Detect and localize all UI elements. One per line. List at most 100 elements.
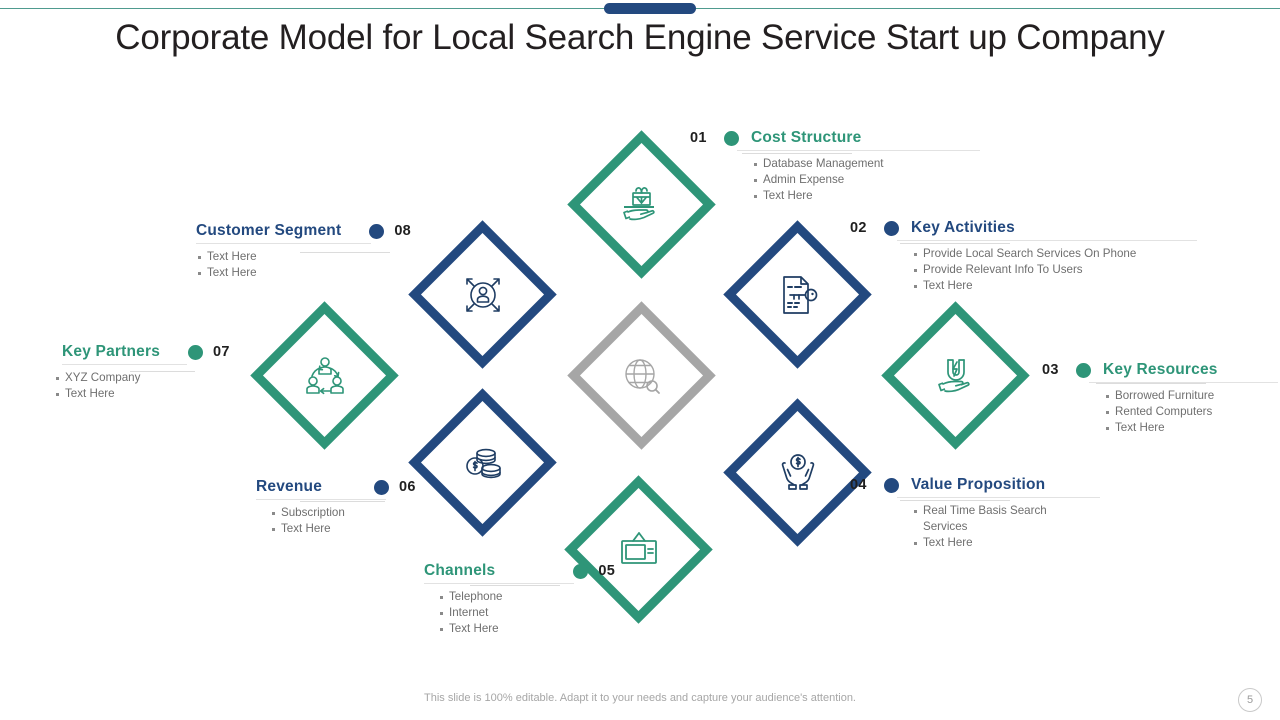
list-item: Internet bbox=[438, 605, 644, 621]
block-divider bbox=[424, 583, 574, 584]
connector-line-02 bbox=[900, 243, 1010, 244]
hand-holding-magnet-icon bbox=[903, 323, 1008, 428]
footer-note: This slide is 100% editable. Adapt it to… bbox=[424, 692, 856, 704]
block-key-activities: 02 Key Activities Provide Local Search S… bbox=[850, 219, 1210, 294]
television-icon bbox=[586, 497, 691, 602]
block-bullets: Subscription Text Here bbox=[270, 505, 486, 537]
list-item: Text Here bbox=[1104, 420, 1278, 436]
block-pin bbox=[369, 223, 385, 239]
block-divider bbox=[1089, 382, 1278, 383]
block-title: Channels bbox=[424, 562, 496, 579]
coin-stack-icon bbox=[430, 410, 535, 515]
block-bullets: Borrowed Furniture Rented Computers Text… bbox=[1104, 388, 1278, 436]
block-number: 04 bbox=[850, 477, 867, 493]
block-revenue: Revenue 06 Subscription Text Here bbox=[256, 478, 486, 537]
block-number: 06 bbox=[399, 479, 416, 495]
block-pin bbox=[573, 563, 589, 579]
block-divider bbox=[256, 499, 386, 500]
block-header: 01 Cost Structure bbox=[690, 129, 980, 147]
block-header: Customer Segment 08 bbox=[196, 222, 456, 240]
diamond-key-resources[interactable] bbox=[881, 301, 1030, 450]
list-item: Text Here bbox=[752, 188, 980, 204]
block-bullets: Real Time Basis Search Services Text Her… bbox=[912, 503, 1062, 551]
block-pin bbox=[884, 477, 899, 493]
block-title: Value Proposition bbox=[911, 476, 1046, 493]
list-item: Telephone bbox=[438, 589, 644, 605]
block-title: Key Resources bbox=[1103, 361, 1218, 378]
list-item: Rented Computers bbox=[1104, 404, 1278, 420]
diamond-key-partners[interactable] bbox=[250, 301, 399, 450]
block-number: 03 bbox=[1042, 362, 1059, 378]
hand-holding-diamond-gift-icon bbox=[589, 152, 694, 257]
block-bullets: Text Here Text Here bbox=[196, 249, 456, 281]
block-divider bbox=[196, 243, 371, 244]
block-bullets: Telephone Internet Text Here bbox=[438, 589, 644, 637]
page-title: Corporate Model for Local Search Engine … bbox=[115, 18, 1165, 57]
block-value-proposition: 04 Value Proposition Real Time Basis Sea… bbox=[850, 476, 1100, 551]
connector-line-01 bbox=[742, 153, 852, 154]
block-pin bbox=[374, 479, 390, 495]
block-header: Channels 05 bbox=[424, 562, 644, 580]
block-title: Customer Segment bbox=[196, 222, 342, 239]
document-key-icon bbox=[745, 242, 850, 347]
block-pin bbox=[884, 220, 899, 236]
block-customer-segment: Customer Segment 08 Text Here Text Here bbox=[196, 222, 456, 281]
block-header: 03 Key Resources bbox=[1042, 361, 1278, 379]
list-item: Text Here bbox=[270, 521, 486, 537]
list-item: Provide Local Search Services On Phone bbox=[912, 246, 1210, 262]
block-header: 04 Value Proposition bbox=[850, 476, 1100, 494]
connector-line-03 bbox=[1096, 383, 1206, 384]
diamond-cost-structure[interactable] bbox=[567, 130, 716, 279]
block-pin bbox=[188, 344, 204, 360]
block-header: Key Partners 07 bbox=[62, 343, 292, 361]
block-divider bbox=[737, 150, 980, 151]
diamond-revenue[interactable] bbox=[408, 388, 557, 537]
block-header: 02 Key Activities bbox=[850, 219, 1210, 237]
list-item: Text Here bbox=[54, 386, 292, 402]
block-number: 02 bbox=[850, 220, 867, 236]
block-key-resources: 03 Key Resources Borrowed Furniture Rent… bbox=[1042, 361, 1278, 436]
block-divider bbox=[897, 240, 1197, 241]
diamond-customer-segment[interactable] bbox=[408, 220, 557, 369]
list-item: Text Here bbox=[438, 621, 644, 637]
block-key-partners: Key Partners 07 XYZ Company Text Here bbox=[56, 343, 292, 402]
block-number: 01 bbox=[690, 130, 707, 146]
block-channels: Channels 05 Telephone Internet Text Here bbox=[424, 562, 644, 637]
list-item: Subscription bbox=[270, 505, 486, 521]
block-divider bbox=[897, 497, 1100, 498]
block-pin bbox=[724, 130, 739, 146]
diamond-center-globe[interactable] bbox=[567, 301, 716, 450]
connector-line-07 bbox=[130, 371, 195, 372]
list-item: Admin Expense bbox=[752, 172, 980, 188]
list-item: Text Here bbox=[912, 278, 1210, 294]
connector-line-04 bbox=[900, 500, 1010, 501]
block-cost-structure: 01 Cost Structure Database Management Ad… bbox=[690, 129, 980, 204]
connector-line-06 bbox=[300, 501, 385, 502]
list-item: Text Here bbox=[196, 249, 456, 265]
block-number: 08 bbox=[394, 223, 412, 239]
page-number-badge: 5 bbox=[1238, 688, 1262, 712]
diamond-value-proposition[interactable] bbox=[723, 398, 872, 547]
people-network-icon bbox=[272, 323, 377, 428]
block-bullets: Database Management Admin Expense Text H… bbox=[752, 156, 980, 204]
list-item: Provide Relevant Info To Users bbox=[912, 262, 1210, 278]
diamond-channels[interactable] bbox=[564, 475, 713, 624]
globe-search-icon bbox=[589, 323, 694, 428]
list-item: Real Time Basis Search Services bbox=[912, 503, 1062, 535]
user-expand-arrows-icon bbox=[430, 242, 535, 347]
list-item: Text Here bbox=[196, 265, 456, 281]
list-item: XYZ Company bbox=[54, 370, 292, 386]
block-header: Revenue 06 bbox=[256, 478, 486, 496]
connector-line-05 bbox=[470, 585, 560, 586]
list-item: Database Management bbox=[752, 156, 980, 172]
top-accent-tab bbox=[604, 3, 696, 14]
block-bullets: XYZ Company Text Here bbox=[54, 370, 292, 402]
connector-line-08 bbox=[300, 252, 390, 253]
block-bullets: Provide Local Search Services On Phone P… bbox=[912, 246, 1210, 294]
block-title: Key Activities bbox=[911, 219, 1015, 236]
diamond-key-activities[interactable] bbox=[723, 220, 872, 369]
block-title: Key Partners bbox=[62, 343, 161, 360]
block-title: Revenue bbox=[256, 478, 323, 495]
block-pin bbox=[1076, 362, 1091, 378]
